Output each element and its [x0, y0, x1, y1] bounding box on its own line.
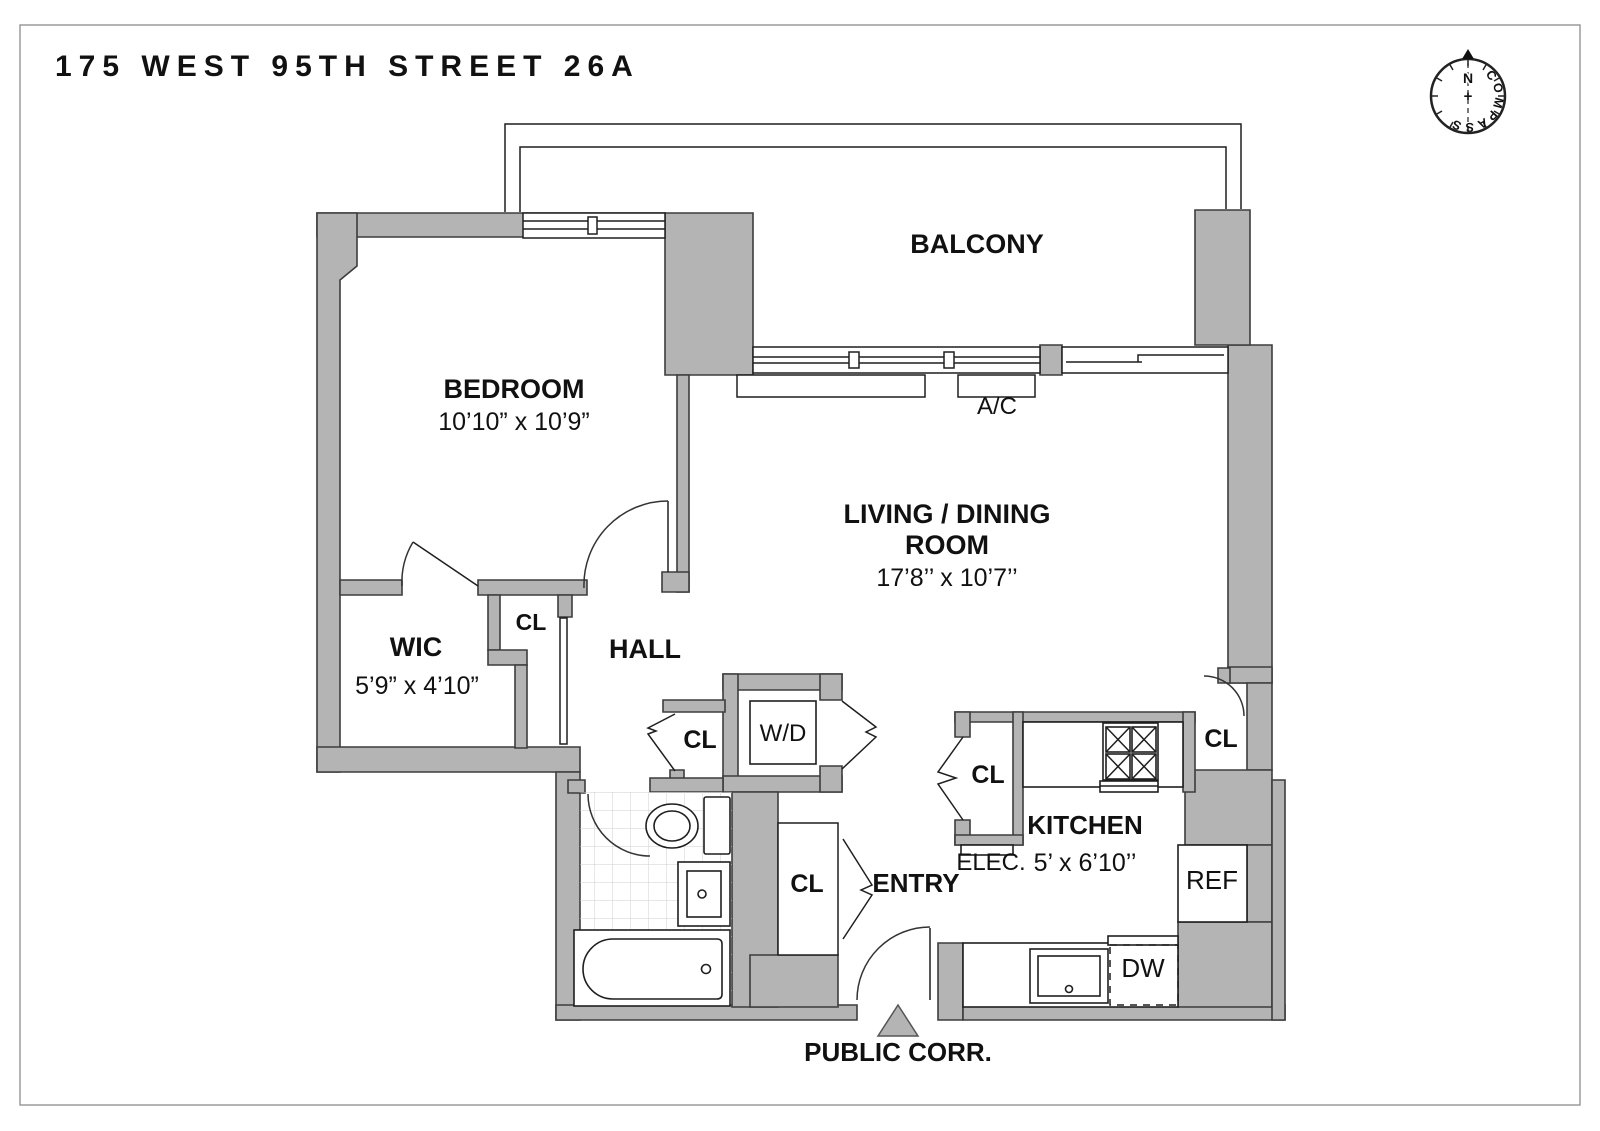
refrigerator-icon	[1177, 844, 1248, 923]
wall-kitchen-top	[954, 711, 1196, 723]
kitchen-sink-icon	[1029, 948, 1109, 1004]
washer-dryer-label: W/D	[760, 720, 807, 747]
wall-right-upper	[1227, 344, 1273, 684]
wall-hallcl-step	[487, 649, 528, 666]
wall-window-mullion-block	[1039, 344, 1063, 376]
closet-label-entry: CL	[790, 870, 823, 898]
ac-unit	[736, 374, 1036, 398]
compass-icon: N + COMPASS	[1429, 49, 1507, 135]
wall-kitchen-west-chunk	[937, 942, 964, 1021]
wall-under-livingcl	[1184, 769, 1273, 846]
closet-label-hall: CL	[516, 609, 547, 635]
balcony-sliding-door	[1061, 346, 1229, 374]
walls	[316, 209, 1286, 1021]
wall-column-bed-balcony	[664, 212, 754, 376]
wall-bedroom-south-a	[339, 579, 403, 596]
kitchen-closet-bifold-door	[936, 736, 964, 821]
refrigerator-label: REF	[1186, 865, 1238, 895]
wall-below-ref	[1177, 921, 1273, 1008]
wall-livingcl-top	[1227, 666, 1273, 684]
bathroom-sink-icon	[677, 861, 731, 927]
toilet-icon	[645, 796, 731, 855]
room-label-living-line2: ROOM	[905, 530, 989, 560]
entry-arrow-icon	[876, 1003, 920, 1037]
room-label-balcony: BALCONY	[910, 229, 1044, 259]
page-title: 175 WEST 95TH STREET 26A	[55, 50, 640, 83]
dishwasher-label: DW	[1121, 953, 1165, 983]
wall-wd-tab-bottom	[819, 765, 843, 793]
wall-livingcl-right	[1246, 682, 1273, 771]
room-label-kitchen: KITCHEN	[1027, 810, 1143, 840]
bathroom-door-arc	[587, 793, 651, 857]
wall-hallcl-left-lower	[514, 664, 528, 749]
wall-wic-south	[316, 746, 581, 773]
wall-west	[316, 212, 358, 773]
wall-wd-tab-top	[819, 673, 843, 701]
closet-label-living: CL	[1204, 725, 1237, 753]
dishwasher-icon	[1107, 935, 1179, 1006]
wall-kcl-tab-top	[954, 711, 971, 738]
compass-ticks	[1431, 59, 1505, 133]
entry-closet-box	[777, 822, 839, 956]
room-label-entry: ENTRY	[872, 868, 959, 898]
wall-kcl-bottom	[954, 834, 1024, 846]
bedroom-door	[583, 500, 669, 589]
bedroom-window	[522, 212, 666, 239]
wall-wd-left	[722, 673, 739, 793]
entry-door	[856, 926, 931, 1001]
room-label-hall: HALL	[609, 634, 681, 664]
wall-hallcl-left-upper	[487, 594, 501, 651]
electrical-label: ELEC.	[956, 849, 1025, 876]
wall-ref-right	[1246, 844, 1273, 923]
living-closet-door-arc	[1203, 675, 1245, 717]
wall-bath-nw-tab	[567, 779, 586, 794]
compass-center-mark: +	[1464, 88, 1473, 105]
balcony-railing	[504, 123, 1242, 212]
kitchen-fixtures	[960, 721, 1248, 1008]
wall-bath-north	[649, 777, 724, 793]
room-label-living-line1: LIVING / DINING	[843, 499, 1050, 529]
wall-block-topright	[1194, 209, 1251, 346]
wic-door	[401, 541, 479, 587]
washer-dryer-box	[749, 700, 817, 765]
wall-divider-foot	[661, 571, 690, 593]
room-label-public-corridor: PUBLIC CORR.	[804, 1037, 992, 1067]
bathtub-icon	[573, 929, 731, 1007]
room-dims-kitchen: 5’ x 6’10’’	[1034, 849, 1137, 877]
wall-right-outer-lower	[1271, 779, 1286, 1021]
wall-bedroom-south-b	[477, 579, 588, 596]
stove-icon	[1099, 722, 1159, 793]
wall-hallcl-tab	[557, 594, 573, 618]
electrical-panel-icon	[960, 844, 1014, 856]
entry-closet-bifold-door	[842, 838, 874, 940]
closet-label-kitchen: CL	[971, 761, 1004, 789]
room-label-bedroom: BEDROOM	[444, 374, 585, 404]
room-label-wic: WIC	[390, 632, 442, 662]
wall-bed-living-divider	[676, 374, 690, 593]
wall-kcl-right	[1012, 711, 1024, 846]
ac-label: A/C	[977, 393, 1017, 420]
room-dims-bedroom: 10’10” x 10’9”	[438, 408, 589, 436]
compass-north-arrow	[1462, 49, 1474, 59]
doors	[401, 500, 1245, 1001]
living-window	[752, 346, 1041, 374]
laundry-closet-bifold-door	[841, 700, 878, 770]
wall-below-entrycl	[749, 954, 839, 1008]
room-dims-wic: 5’9” x 4’10”	[355, 672, 479, 700]
wall-kitchen-east	[1182, 711, 1196, 793]
mid-closet-bifold-door	[646, 713, 676, 772]
wall-midcl-top	[662, 699, 726, 713]
closet-label-laundry-side: CL	[683, 726, 716, 754]
bathroom	[573, 792, 732, 1007]
compass-north-label: N	[1463, 70, 1473, 86]
page-border	[19, 24, 1581, 1106]
room-dims-living: 17’8’’ x 10’7’’	[876, 564, 1017, 592]
hall-closet-door	[559, 617, 568, 745]
